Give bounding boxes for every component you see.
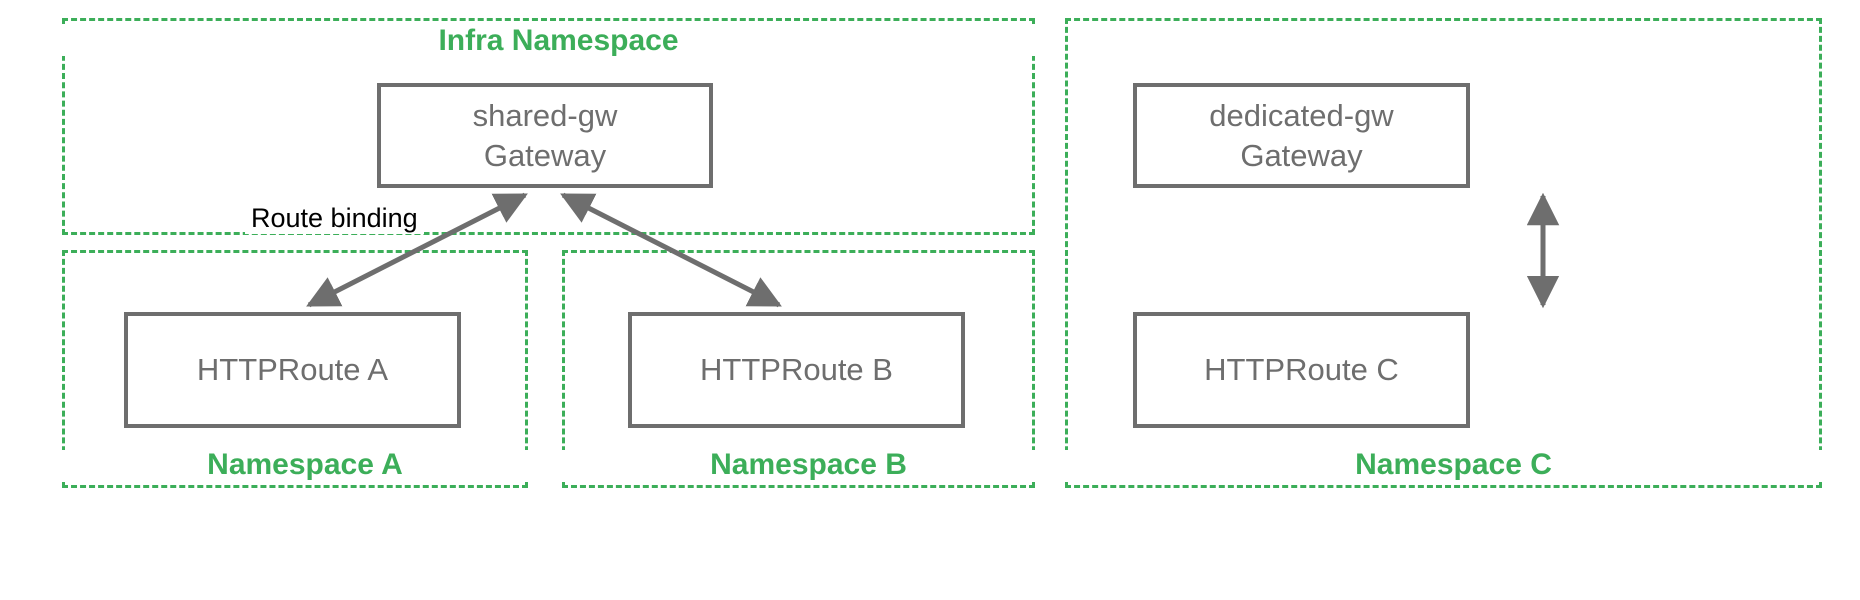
namespace-box-a: [62, 250, 528, 488]
namespace-label-infra: Infra Namespace: [62, 26, 1055, 56]
node-httproute-a-label: HTTPRoute A: [196, 352, 389, 388]
namespace-box-infra: [62, 18, 1035, 235]
edge-label-route-binding: Route binding: [245, 203, 424, 234]
node-httproute-b-label: HTTPRoute B: [700, 352, 893, 388]
namespace-box-c: [1065, 18, 1822, 488]
node-httproute-a[interactable]: HTTPRoute A: [124, 312, 461, 428]
namespace-label-a: Namespace A: [62, 450, 548, 480]
namespace-label-b: Namespace B: [562, 450, 1055, 480]
namespace-box-b: [562, 250, 1035, 488]
node-httproute-c[interactable]: HTTPRoute C: [1133, 312, 1470, 428]
namespace-label-c: Namespace C: [1065, 450, 1842, 480]
node-httproute-c-label: HTTPRoute C: [1204, 352, 1399, 388]
node-httproute-b[interactable]: HTTPRoute B: [628, 312, 965, 428]
